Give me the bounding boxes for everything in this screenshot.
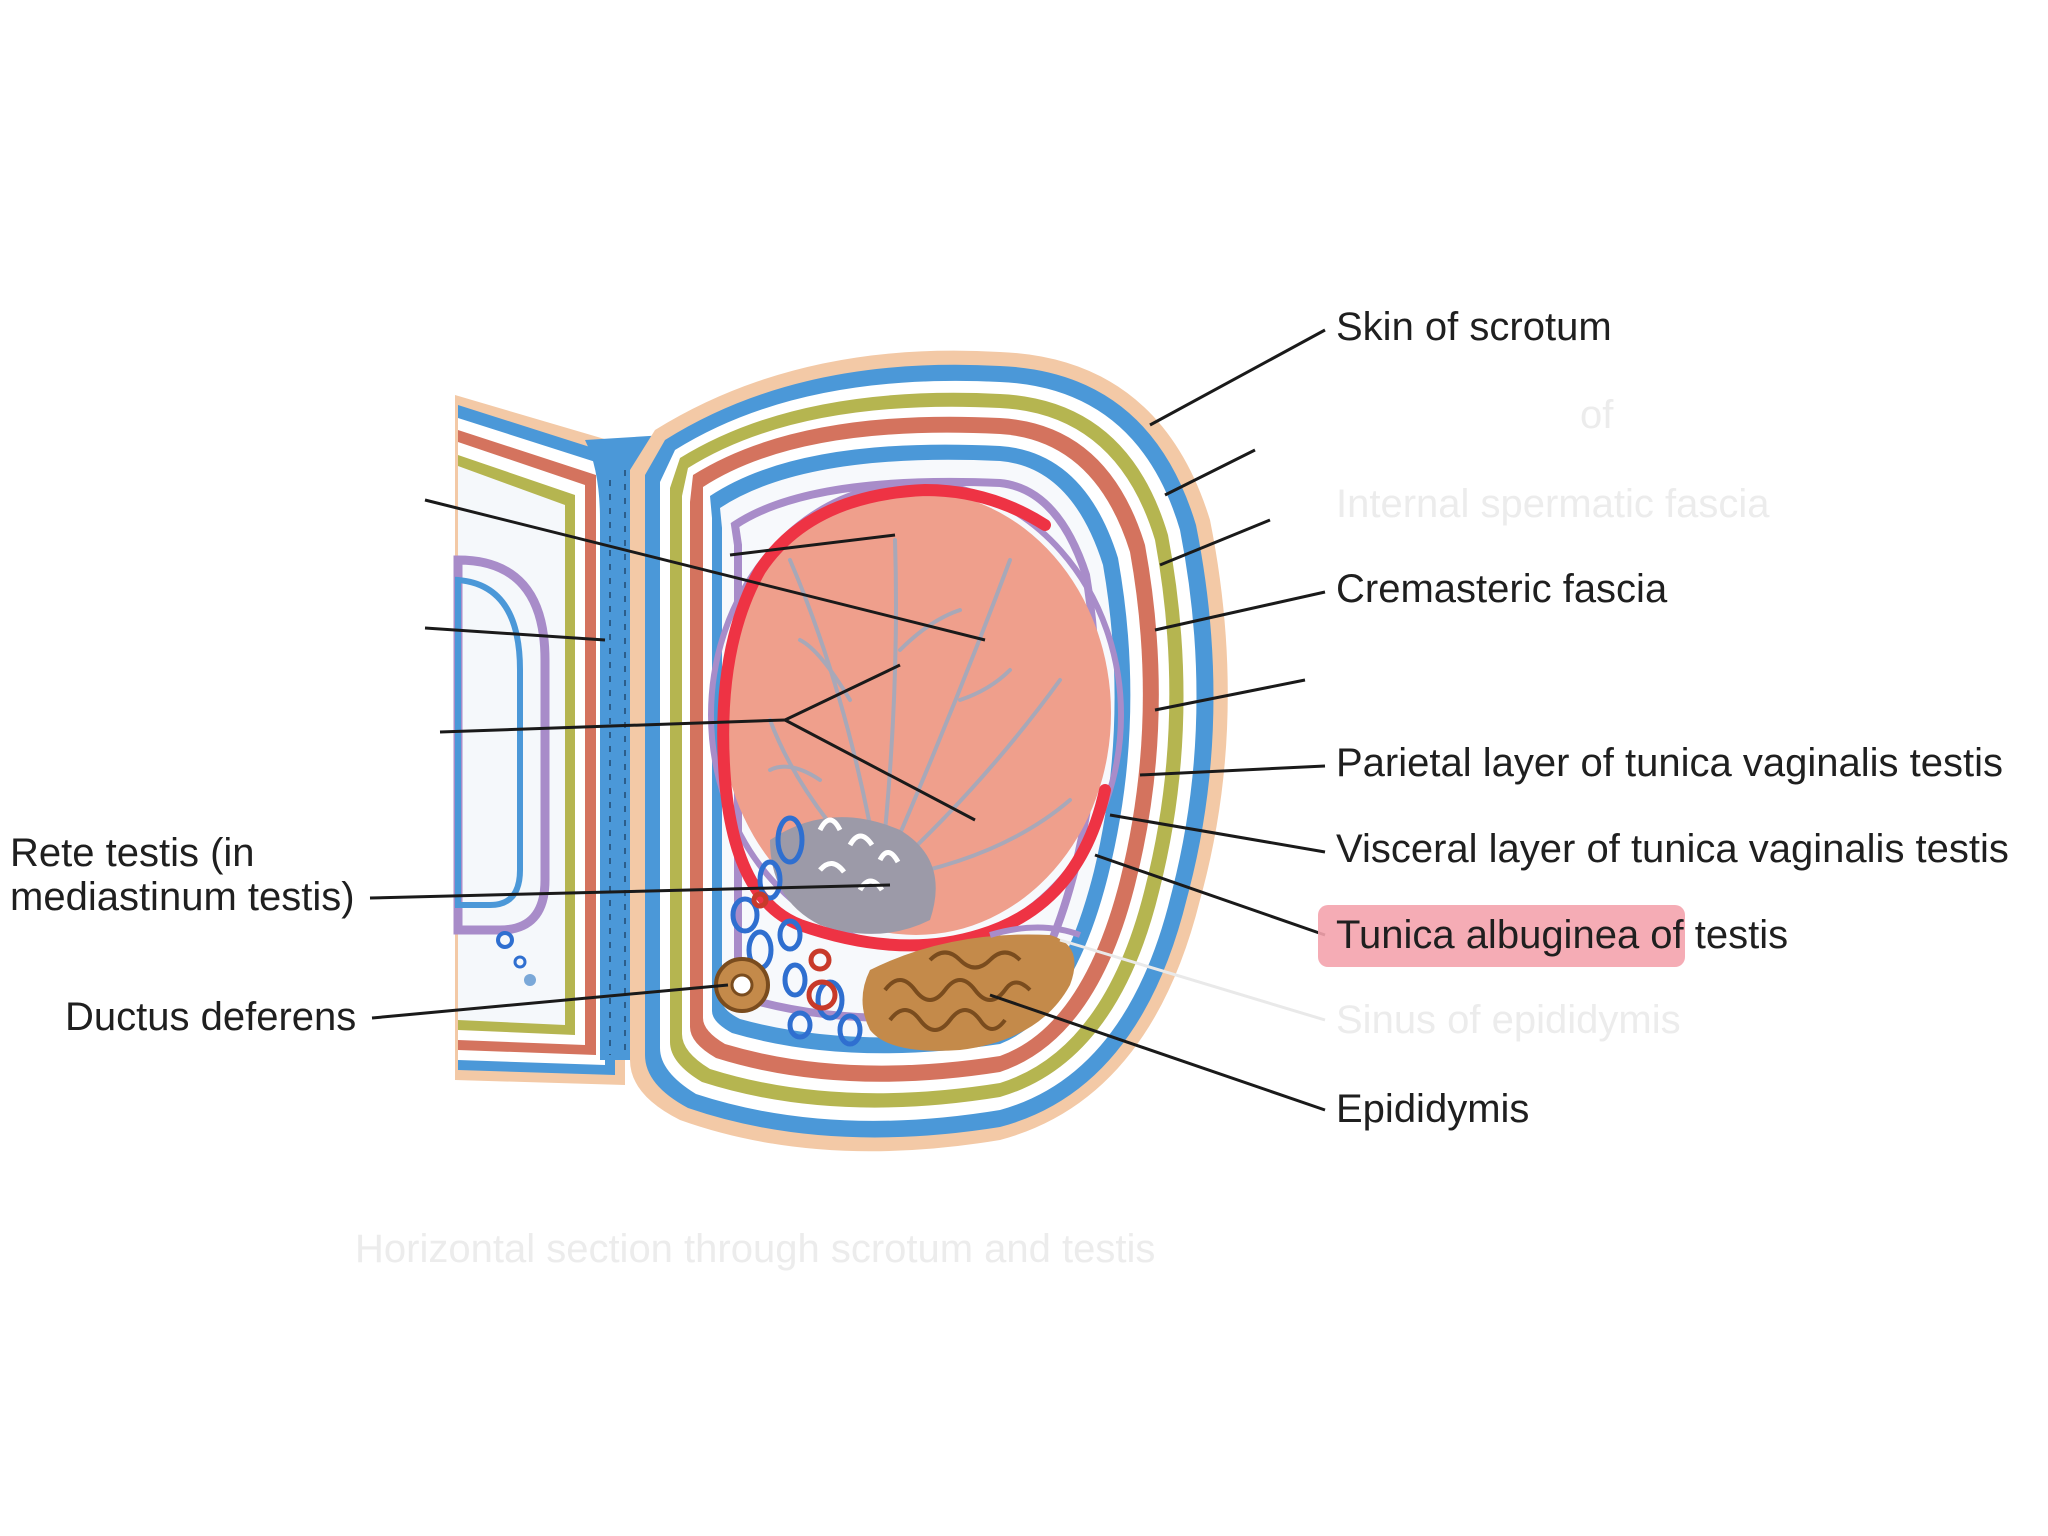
- left-compartment: [453, 395, 625, 1085]
- leader-left-3: [439, 718, 786, 734]
- figure-caption-faded: Horizontal section through scrotum and t…: [355, 1227, 1155, 1271]
- left-compartment-vessel: [496, 931, 514, 949]
- leader-cremasteric-fascia: [1154, 590, 1326, 632]
- rete-testis-tubules: [817, 817, 901, 892]
- leader-left-3-branch-b: [784, 718, 976, 822]
- label-of-faded: of: [1580, 393, 1614, 437]
- ductus-deferens: [714, 957, 770, 1013]
- label-rete-testis-line1: Rete testis (in: [10, 831, 255, 875]
- leader-tunica-albuginea: [1094, 853, 1326, 937]
- label-ductus-deferens: Ductus deferens: [65, 995, 356, 1039]
- label-skin-of-scrotum: Skin of scrotum: [1336, 305, 1612, 349]
- leader-lines: [369, 328, 1326, 1112]
- left-compartment-tunica: [453, 555, 550, 935]
- leader-rete-testis: [369, 883, 891, 900]
- mediastinum-testis: [770, 817, 936, 934]
- label-tunica-albuginea: Tunica albuginea of testis: [1336, 913, 1788, 957]
- leader-left-1: [424, 498, 986, 642]
- leader-sinus-of-epididymis: [1059, 938, 1326, 1022]
- sinus-of-epididymis-space: [989, 924, 1082, 938]
- leader-visceral-layer: [1109, 813, 1326, 854]
- label-cremasteric-fascia: Cremasteric fascia: [1336, 567, 1668, 611]
- leader-left-1-branch: [729, 533, 896, 557]
- label-parietal-layer: Parietal layer of tunica vaginalis testi…: [1336, 741, 2003, 785]
- leader-internal-spermatic: [1154, 678, 1306, 712]
- leader-parietal-layer: [1139, 764, 1326, 777]
- leader-external-spermatic: [1159, 518, 1271, 567]
- left-compartment-inner-tunica: [455, 576, 523, 908]
- leader-left-2: [424, 626, 606, 642]
- leader-ductus-deferens: [371, 983, 729, 1020]
- leader-skin-of-scrotum: [1149, 328, 1326, 427]
- leader-dartos: [1164, 448, 1256, 497]
- label-epididymis: Epididymis: [1336, 1087, 1529, 1131]
- tunica-albuginea-highlight-outline: [717, 483, 1111, 952]
- label-rete-testis-line2: mediastinum testis): [10, 875, 355, 919]
- epididymis-head-vessels: [730, 815, 863, 1047]
- label-internal-spermatic-faded: Internal spermatic fascia: [1336, 482, 1770, 526]
- label-visceral-layer: Visceral layer of tunica vaginalis testi…: [1336, 827, 2009, 871]
- leader-left-3-branch-a: [784, 663, 901, 722]
- leader-epididymis: [989, 993, 1326, 1112]
- epididymis: [862, 924, 1082, 1051]
- tunica-albuginea-label-highlight: [1318, 905, 1685, 967]
- label-sinus-of-epididymis: Sinus of epididymis: [1336, 998, 1681, 1042]
